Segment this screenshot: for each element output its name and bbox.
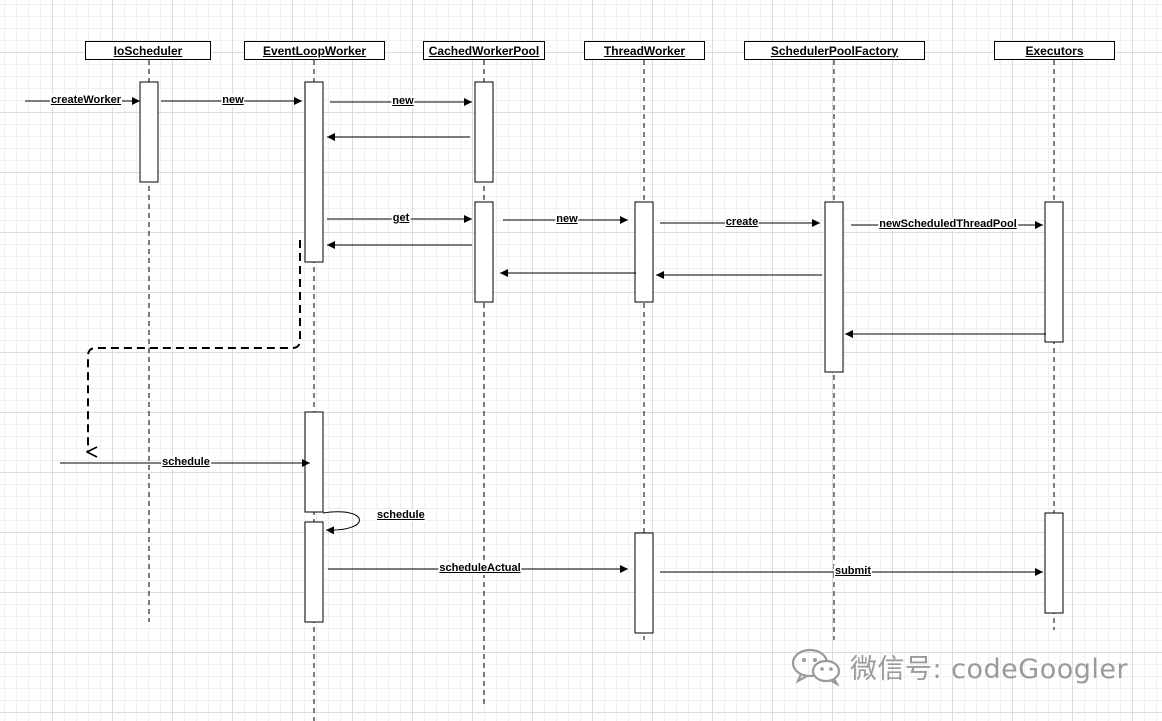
message-label-0: createWorker: [49, 94, 123, 107]
message-label-15: submit: [833, 565, 873, 578]
message-label-6: new: [555, 213, 579, 226]
message-self-arrow: [322, 511, 360, 535]
participant-io: IoScheduler: [85, 41, 211, 60]
message-label-10: newScheduledThreadPool: [878, 218, 1018, 231]
activation-ex-6: [1044, 201, 1064, 343]
message-label-12: schedule: [161, 456, 211, 469]
activation-cwp-3: [474, 201, 494, 303]
activation-ex-10: [1044, 512, 1064, 614]
message-label-1: new: [221, 94, 245, 107]
participant-cwp: CachedWorkerPool: [423, 41, 545, 60]
activation-tw-9: [634, 532, 654, 634]
activation-tw-4: [634, 201, 654, 303]
message-label-8: create: [724, 216, 760, 229]
activation-elw-1: [304, 81, 324, 263]
activation-cwp-2: [474, 81, 494, 183]
participant-ex: Executors: [994, 41, 1115, 60]
activation-io-0: [139, 81, 159, 183]
message-label-2: new: [391, 95, 415, 108]
activation-elw-7: [304, 411, 324, 513]
wechat-icon: [791, 648, 841, 686]
continuation-dashed-arrow: [88, 240, 301, 452]
message-label-14: scheduleActual: [438, 562, 522, 575]
activation-elw-8: [304, 521, 324, 623]
watermark: 微信号: codeGoogler: [790, 646, 1128, 686]
participant-tw: ThreadWorker: [584, 41, 705, 60]
participant-spf: SchedulerPoolFactory: [744, 41, 925, 60]
message-label-4: get: [391, 212, 411, 225]
activation-spf-5: [824, 201, 844, 373]
watermark-text: 微信号: codeGoogler: [850, 653, 1129, 685]
participant-elw: EventLoopWorker: [244, 41, 385, 60]
message-label-13: schedule: [376, 509, 426, 522]
